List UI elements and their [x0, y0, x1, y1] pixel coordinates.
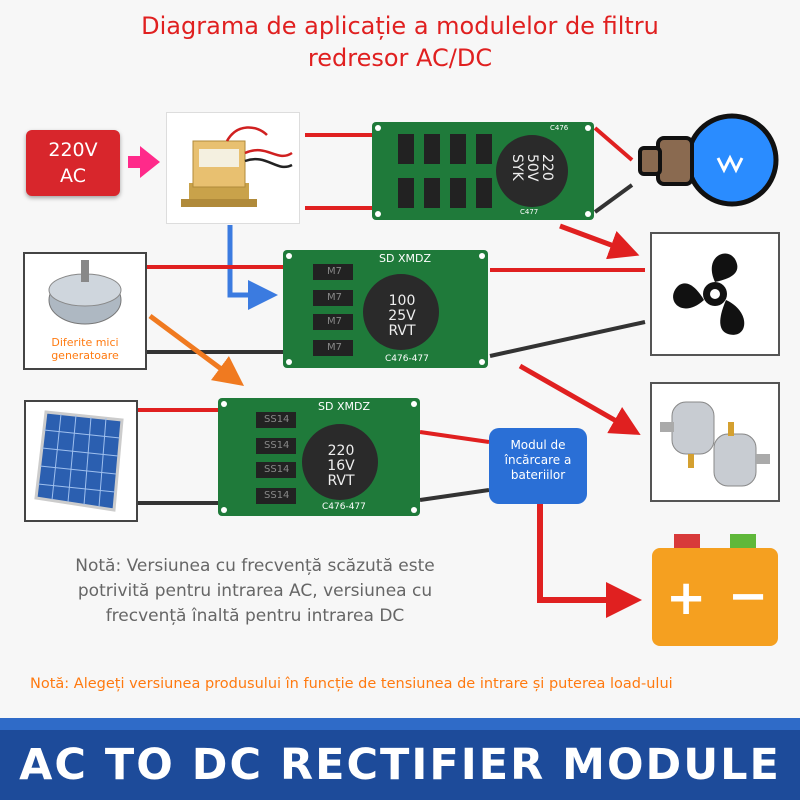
solar-panel-box	[24, 400, 138, 522]
middle-diode-4: M7	[327, 342, 342, 353]
generator-label: Diferite mici generatoare	[51, 336, 119, 362]
transformer-image	[166, 112, 300, 224]
top-capacitor-label: 220 50V SYK	[509, 154, 555, 182]
top-module-board	[375, 125, 591, 217]
bottom-banner: AC TO DC RECTIFIER MODULE	[0, 718, 800, 800]
light-bulb-load	[632, 110, 782, 214]
middle-capacitor-label: 100 25V RVT	[388, 293, 416, 339]
battery-body: + −	[652, 548, 778, 646]
bottom-module-brand: SD XMDZ	[318, 400, 370, 413]
wire-bot-out-2	[419, 488, 490, 502]
solar-panel-icon	[34, 410, 124, 512]
middle-module-model: C476-477	[385, 354, 429, 364]
middle-diode-1: M7	[327, 266, 342, 277]
middle-module-board	[286, 253, 485, 365]
ac-type-label: AC	[60, 165, 86, 187]
battery-terminal-positive	[674, 534, 700, 548]
bottom-module-model: C476-477	[322, 502, 366, 512]
dc-motor-load	[650, 382, 780, 502]
middle-rectifier-module: SD XMDZ C476-477 M7 M7 M7 M7 100 25V RVT	[283, 250, 488, 368]
diagram-title: Diagrama de aplicație a modulelor de fil…	[0, 10, 800, 74]
ac-voltage-label: 220V	[48, 139, 98, 161]
note-frequency: Notă: Versiunea cu frecvență scăzută est…	[75, 556, 435, 626]
arrow-generator-to-bottom	[148, 313, 245, 386]
middle-diode-2: M7	[327, 292, 342, 303]
top-module-label-2: C477	[520, 208, 539, 216]
arrow-charger-to-battery	[537, 504, 642, 618]
banner-strip	[0, 718, 800, 730]
middle-diode-3: M7	[327, 316, 342, 327]
battery-terminal-negative	[730, 534, 756, 548]
ac-220v-source: 220V AC	[26, 130, 120, 196]
generator-icon	[48, 260, 122, 325]
bottom-diode-4: SS14	[264, 490, 290, 501]
arrow-ac-to-transformer	[128, 146, 160, 178]
generator-box: Diferite mici generatoare	[23, 252, 147, 370]
charger-label-line-2: încărcare a	[504, 453, 572, 467]
bottom-diode-2: SS14	[264, 440, 290, 451]
charger-label-line-1: Modul de	[510, 438, 566, 452]
battery-charging-module: Modul de încărcare a bateriilor	[489, 428, 587, 504]
note-product-selection: Notă: Alegeți versiunea produsului în fu…	[30, 676, 673, 692]
title-line-1: Diagrama de aplicație a modulelor de fil…	[141, 12, 659, 40]
fan-icon	[673, 253, 745, 335]
wire-bot-out-1	[419, 430, 490, 444]
bottom-diode-1: SS14	[264, 414, 290, 425]
arrow-to-fan	[559, 223, 640, 260]
battery-plus-sign: +	[666, 570, 707, 626]
bottom-rectifier-module: SD XMDZ C476-477 SS14 SS14 SS14 SS14 220…	[218, 398, 420, 516]
wire-top-out-2	[593, 183, 634, 214]
dc-motor-icon	[660, 401, 770, 487]
banner-text: AC TO DC RECTIFIER MODULE	[19, 740, 781, 790]
title-line-2: redresor AC/DC	[307, 44, 493, 72]
fan-load	[650, 232, 780, 356]
bottom-module-board	[221, 401, 417, 513]
bottom-capacitor-label: 220 16V RVT	[327, 443, 355, 489]
bottom-diode-3: SS14	[264, 464, 290, 475]
light-bulb-icon	[638, 113, 779, 207]
top-module-label-1: C476	[550, 124, 569, 132]
transformer-icon	[181, 126, 293, 207]
arrow-transformer-to-middle	[227, 225, 278, 310]
wire-top-out-1	[593, 126, 634, 162]
arrow-to-motor	[518, 363, 641, 435]
wire-mid-out-2	[489, 320, 646, 358]
middle-module-brand: SD XMDZ	[379, 252, 431, 265]
battery-load: + −	[652, 534, 778, 646]
top-rectifier-module: 220 50V SYK C476 C477	[372, 122, 594, 220]
charger-label-line-3: bateriilor	[510, 468, 566, 482]
battery-minus-sign: −	[728, 568, 769, 624]
